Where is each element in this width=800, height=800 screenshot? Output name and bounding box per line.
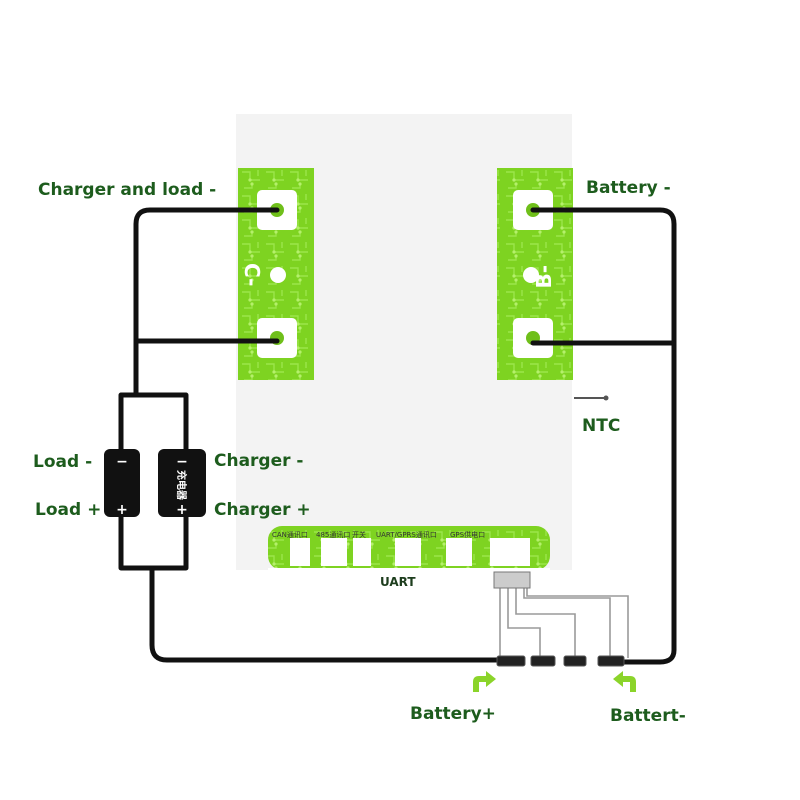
wire-c-minus-top bbox=[133, 207, 280, 398]
load-minus-sign: − bbox=[116, 454, 128, 470]
port-485-label: 485通讯口 bbox=[316, 530, 350, 539]
power-wires bbox=[118, 207, 677, 665]
c-minus-terminal-block: C- bbox=[238, 168, 314, 380]
charger-device: − 充电器 + bbox=[158, 449, 206, 518]
port-switch-label: 开关 bbox=[352, 530, 366, 539]
b-minus-hole bbox=[523, 267, 539, 283]
charger-plus-sign: + bbox=[176, 502, 188, 518]
ntc-label: NTC bbox=[582, 416, 620, 436]
c-minus-hole bbox=[270, 267, 286, 283]
battert-negative-label: Battert- bbox=[610, 706, 686, 726]
load-positive-label: Load + bbox=[35, 500, 101, 520]
charger-minus-sign: − bbox=[176, 454, 188, 470]
port-can-label: CAN通讯口 bbox=[272, 530, 308, 539]
wire-battery-positive bbox=[149, 565, 503, 663]
charger-chinese-label: 充电器 bbox=[175, 470, 188, 501]
battert-negative-arrow-icon bbox=[613, 671, 636, 692]
charger-load-negative-label: Charger and load - bbox=[38, 180, 216, 200]
port-strip: CAN通讯口 485通讯口 开关 UART/GPRS通讯口 GPS供电口 bbox=[268, 526, 550, 570]
battery-negative-label: Battery - bbox=[586, 178, 671, 198]
charger-positive-label: Charger + bbox=[214, 500, 311, 520]
wire-b-minus-top bbox=[530, 207, 677, 665]
load-negative-label: Load - bbox=[33, 452, 92, 472]
battery-positive-arrow-icon bbox=[473, 671, 496, 692]
b-minus-terminal-block: B- bbox=[497, 168, 573, 380]
balance-harness bbox=[499, 586, 629, 658]
load-plus-sign: + bbox=[116, 502, 128, 518]
port-uart-gprs-label: UART/GPRS通讯口 bbox=[376, 530, 437, 539]
charger-negative-label: Charger - bbox=[214, 451, 304, 471]
battery-positive-label: Battery+ bbox=[410, 704, 496, 724]
port-gps-label: GPS供电口 bbox=[450, 530, 485, 539]
c-minus-marking: C- bbox=[240, 263, 264, 286]
uart-connector bbox=[493, 571, 531, 589]
load-device: − + bbox=[104, 449, 140, 518]
b-minus-marking: B- bbox=[532, 265, 556, 289]
uart-label: UART bbox=[380, 575, 416, 589]
harness-terminals bbox=[496, 655, 625, 667]
